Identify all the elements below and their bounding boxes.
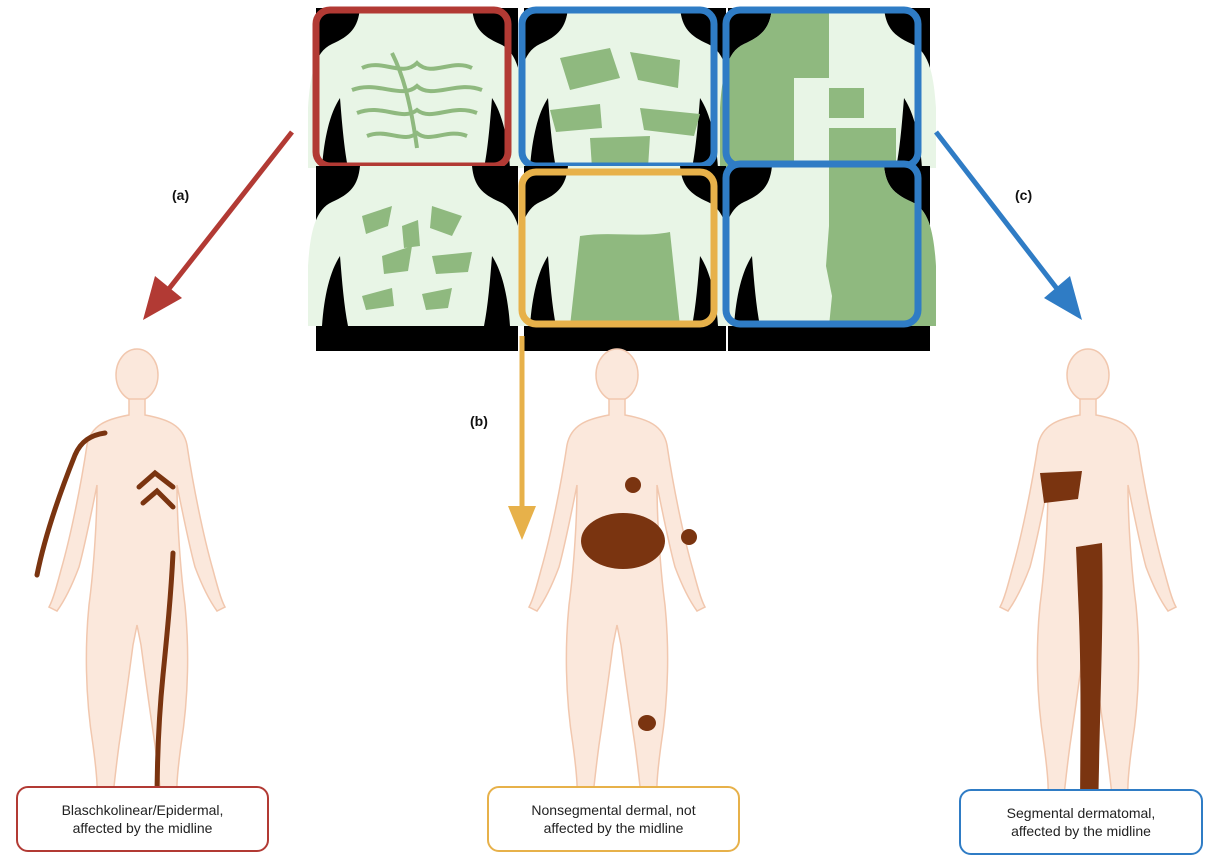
caption-b-line2: affected by the midline bbox=[531, 819, 695, 837]
caption-a-line1: Blaschkolinear/Epidermal, bbox=[62, 801, 224, 819]
figure-nonsegmental bbox=[529, 349, 705, 831]
caption-c-line1: Segmental dermatomal, bbox=[1007, 804, 1156, 822]
label-b: (b) bbox=[470, 413, 488, 429]
panel-blaschko-back bbox=[308, 166, 524, 351]
caption-nonsegmental: Nonsegmental dermal, not affected by the… bbox=[487, 786, 740, 852]
figure-segmental bbox=[1000, 349, 1176, 831]
caption-b-line1: Nonsegmental dermal, not bbox=[531, 801, 695, 819]
arrow-blue-icon bbox=[936, 132, 1082, 320]
caption-segmental: Segmental dermatomal, affected by the mi… bbox=[959, 789, 1203, 855]
label-c: (c) bbox=[1015, 187, 1032, 203]
caption-a-line2: affected by the midline bbox=[62, 819, 224, 837]
arrow-red-icon bbox=[143, 132, 292, 320]
arrow-orange-icon bbox=[508, 336, 536, 540]
caption-blaschkolinear: Blaschkolinear/Epidermal, affected by th… bbox=[16, 786, 269, 852]
caption-c-line2: affected by the midline bbox=[1007, 822, 1156, 840]
figure-blaschko bbox=[37, 349, 225, 831]
label-a: (a) bbox=[172, 187, 189, 203]
